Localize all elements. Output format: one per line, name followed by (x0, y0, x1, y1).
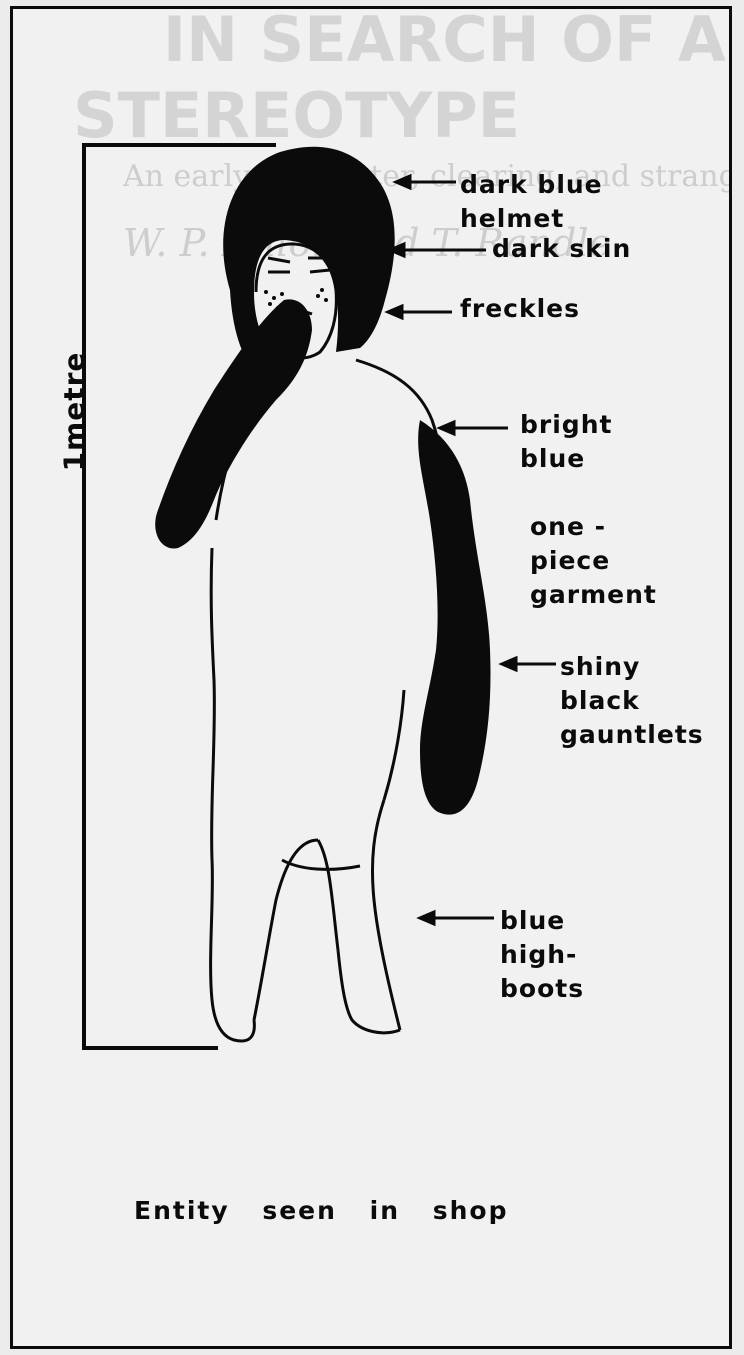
scale-label: 1metre (58, 352, 91, 472)
figure-caption: Entity seen in shop (134, 1196, 508, 1225)
label-freckles: freckles (460, 292, 580, 326)
gauntlet-arm (418, 420, 490, 815)
label-gauntlets: shiny black gauntlets (560, 650, 704, 752)
label-garment: one - piece garment (530, 510, 657, 612)
label-boots: blue high- boots (500, 904, 584, 1006)
label-helmet: dark blue helmet (460, 168, 603, 236)
label-bright-blue: bright blue (520, 408, 612, 476)
label-dark-skin: dark skin (492, 232, 631, 266)
body-outline (211, 360, 443, 1041)
raised-arm (155, 299, 312, 548)
